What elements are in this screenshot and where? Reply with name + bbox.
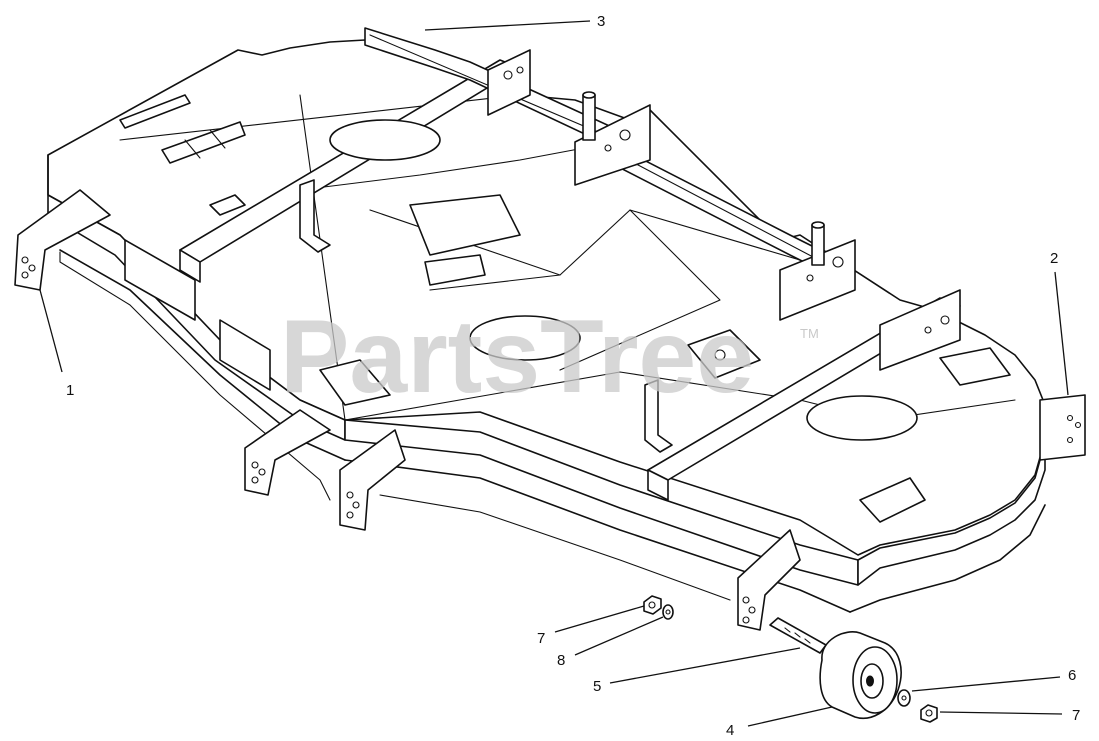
nut-7-right	[920, 704, 938, 723]
watermark-text: PartsTree	[280, 299, 754, 415]
callout-2: 2	[1050, 250, 1058, 267]
callout-4: 4	[726, 722, 734, 739]
deck-openings	[119, 94, 1086, 523]
callout-5: 5	[593, 678, 601, 695]
deck-arm-brackets	[14, 189, 801, 631]
callout-leaders	[39, 20, 1069, 727]
callout-7-left: 7	[537, 630, 545, 647]
caster-wheel-assembly	[643, 595, 938, 723]
wheel-4	[819, 631, 902, 719]
callout-1: 1	[66, 382, 74, 399]
watermark-trademark: TM	[800, 326, 819, 341]
washer-8	[662, 604, 674, 620]
callout-3: 3	[597, 13, 605, 30]
nut-7-left	[643, 595, 662, 615]
deck-rails	[179, 27, 961, 501]
callout-6: 6	[1068, 667, 1076, 684]
callout-7-right: 7	[1072, 707, 1080, 724]
callout-8: 8	[557, 652, 565, 669]
deck-body	[47, 39, 1046, 613]
washer-6	[897, 689, 911, 707]
callout-labels: 1 2 3 4 5 6 7 7 8	[66, 13, 1080, 739]
